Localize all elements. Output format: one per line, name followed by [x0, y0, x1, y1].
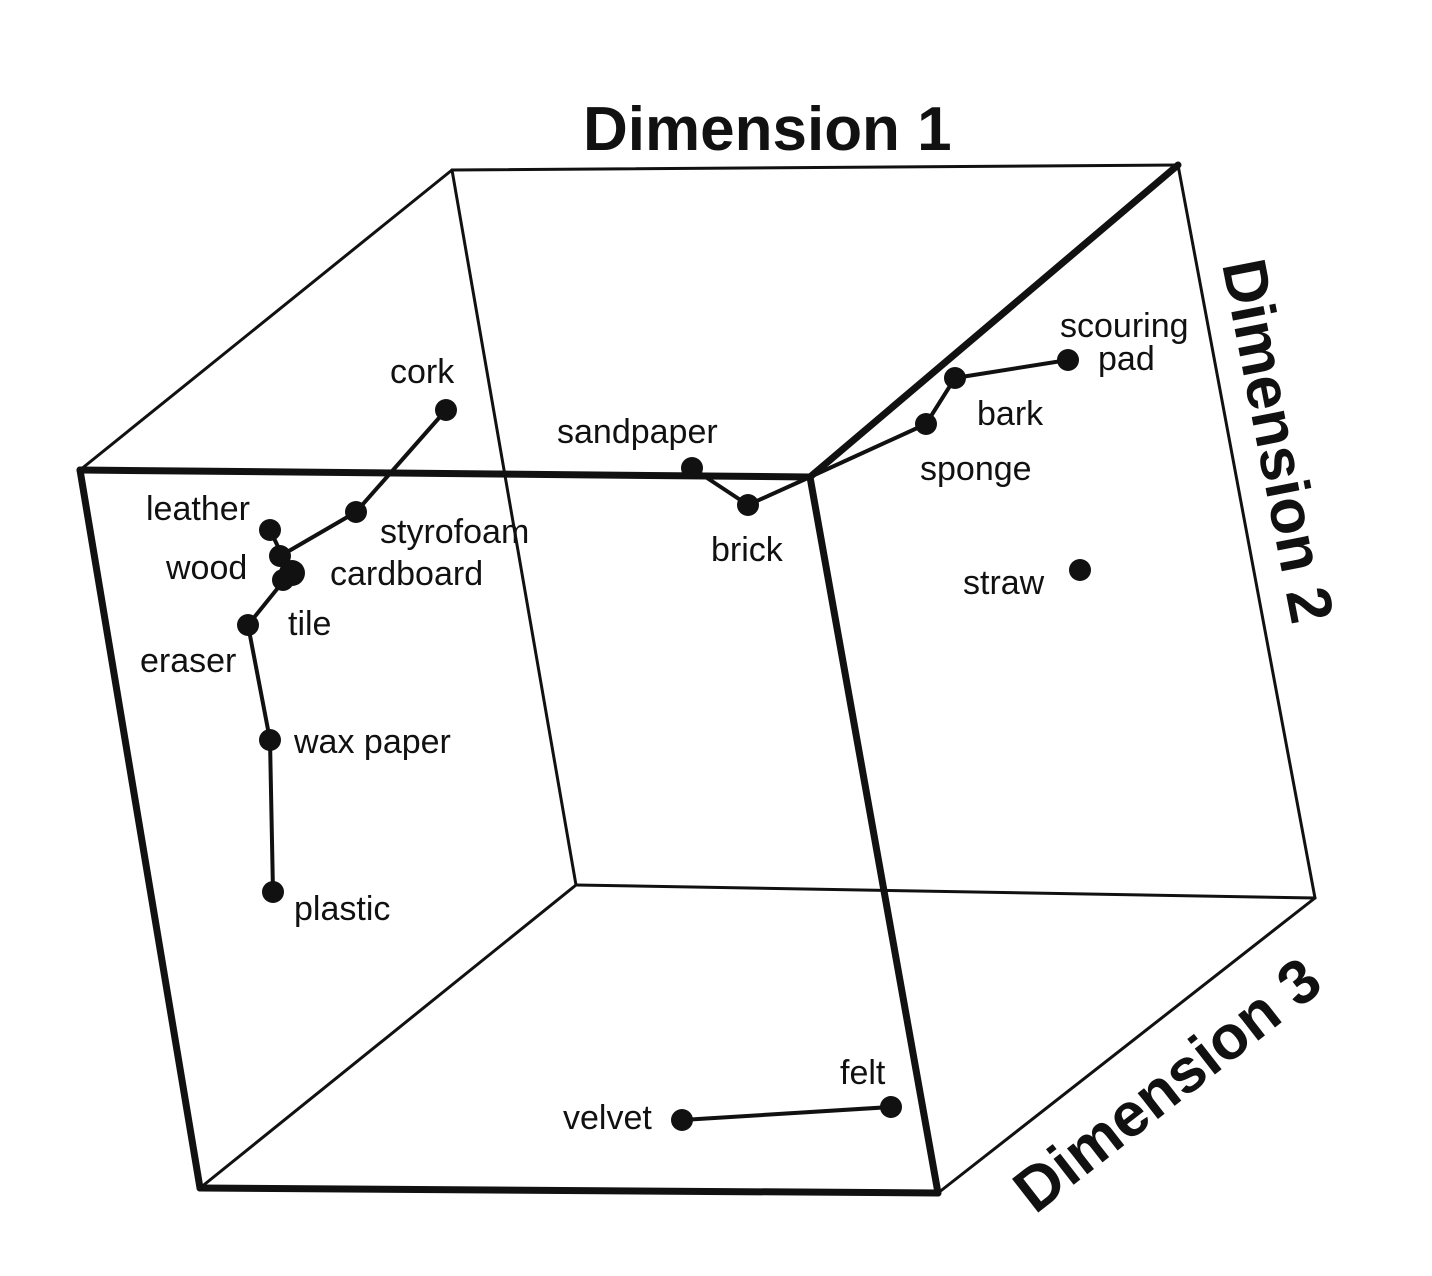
cube-edge [196, 1184, 942, 1197]
point-felt [880, 1096, 902, 1118]
point-brick [737, 494, 759, 516]
cube-edge [806, 473, 942, 1197]
label-leather: leather [146, 490, 250, 528]
point-cork [435, 399, 457, 421]
cube-front-edges [76, 161, 1182, 1197]
cube-edge [574, 883, 1317, 900]
point-sandpaper [681, 457, 703, 479]
label-felt: felt [840, 1054, 886, 1092]
point-styrofoam [345, 501, 367, 523]
cluster-link-left [245, 408, 448, 894]
point-scouring-pad [1057, 349, 1079, 371]
axis-title-dimension-3: Dimension 3 [1001, 945, 1334, 1226]
point-wax-paper [259, 729, 281, 751]
point-wood [269, 545, 291, 567]
label-straw: straw [963, 564, 1045, 602]
point-plastic [262, 881, 284, 903]
material-labels: cork styrofoam leather wood cardboard ti… [140, 307, 1189, 1137]
label-eraser: eraser [140, 642, 236, 680]
axis-title-dimension-1: Dimension 1 [583, 95, 952, 164]
point-bark [944, 367, 966, 389]
point-tile [272, 569, 294, 591]
axis-titles: Dimension 1 Dimension 2 Dimension 3 [583, 95, 1346, 1226]
label-scouring-pad-line1: scouring [1060, 307, 1189, 345]
label-wood: wood [165, 549, 247, 587]
cube-edge [806, 161, 1182, 481]
point-eraser [237, 614, 259, 636]
label-sponge: sponge [920, 450, 1032, 488]
label-bark: bark [977, 395, 1044, 433]
label-scouring-pad-line2: pad [1098, 340, 1155, 378]
label-velvet: velvet [563, 1099, 652, 1137]
label-wax-paper: wax paper [293, 723, 451, 761]
point-straw [1069, 559, 1091, 581]
label-plastic: plastic [294, 890, 390, 928]
cube-edge [936, 896, 1317, 1195]
cube-edge [198, 883, 578, 1190]
point-leather [259, 519, 281, 541]
cube-edge [78, 168, 454, 472]
label-cardboard: cardboard [330, 555, 483, 593]
cluster-link-right [690, 358, 1070, 508]
cube-edge [76, 466, 204, 1192]
label-brick: brick [711, 531, 784, 569]
cube-edge [450, 168, 578, 887]
label-styrofoam: styrofoam [380, 513, 529, 551]
point-sponge [915, 413, 937, 435]
point-velvet [671, 1109, 693, 1131]
cube-edge [1176, 163, 1317, 900]
link-velvet-felt [680, 1105, 893, 1122]
material-points [237, 349, 1091, 1131]
label-sandpaper: sandpaper [557, 413, 718, 451]
cube-back-edges [78, 163, 1317, 1195]
label-tile: tile [288, 605, 331, 643]
cube-edge [450, 163, 1180, 172]
label-cork: cork [390, 353, 455, 391]
